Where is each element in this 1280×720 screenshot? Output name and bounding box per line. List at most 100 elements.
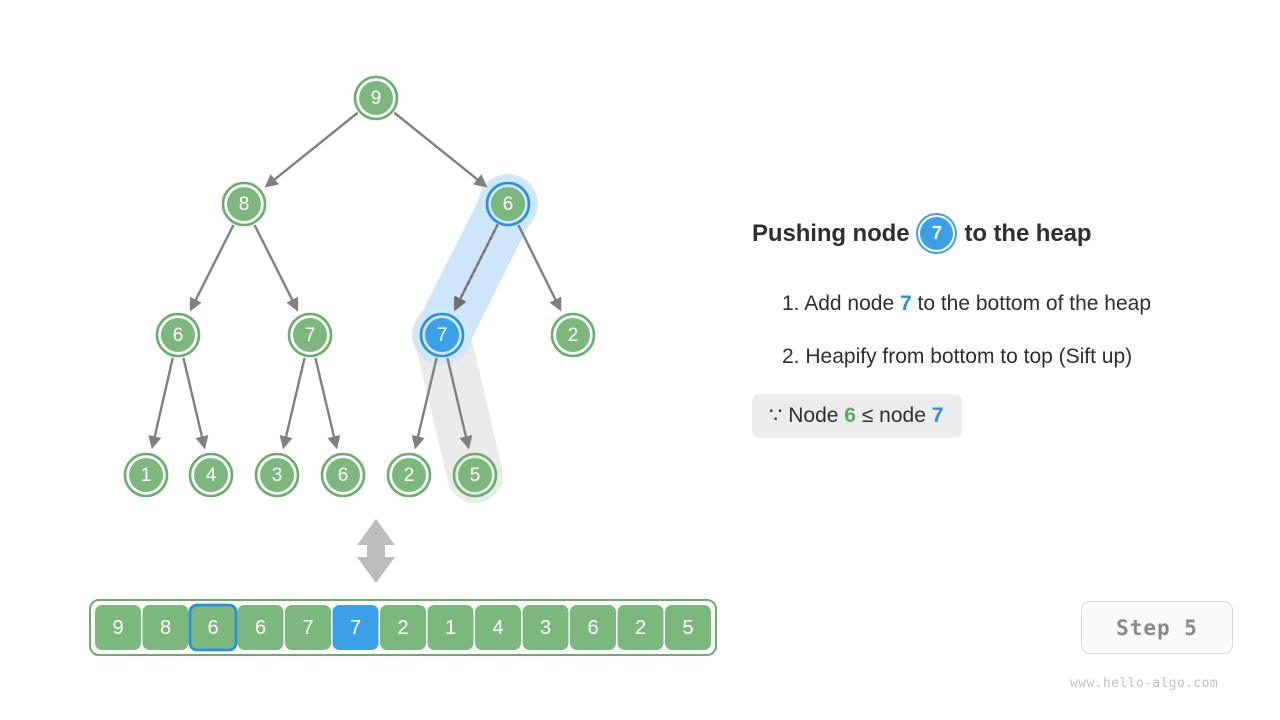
node-outer-ring — [550, 312, 596, 358]
array-cell[interactable]: 3 — [522, 605, 569, 650]
tree-edge — [253, 224, 299, 312]
tree-node-2: 2 — [386, 452, 432, 498]
array-cell[interactable]: 5 — [665, 605, 711, 650]
node-circle — [392, 458, 426, 492]
tree-edge — [189, 224, 235, 312]
node-circle — [194, 458, 228, 492]
tree-edge — [148, 357, 174, 450]
tree-node-6: 6 — [320, 452, 366, 498]
title-node-badge: 7 — [918, 215, 956, 252]
tree-node-7: 7 — [287, 312, 333, 358]
array-cell-box — [237, 605, 284, 650]
array-cell-value: 6 — [255, 617, 266, 639]
title-suffix: to the heap — [964, 219, 1092, 247]
tree-node-9: 9 — [353, 75, 399, 121]
array-cell[interactable]: 6 — [188, 603, 238, 652]
array-cell[interactable]: 8 — [142, 605, 189, 650]
node-circle — [556, 318, 590, 352]
node-label: 2 — [404, 465, 415, 486]
array-cell-box — [285, 605, 331, 650]
array-cell-value: 5 — [682, 617, 693, 639]
step-counter-badge: Step 5 — [1081, 601, 1233, 654]
step-1-value: 7 — [899, 292, 912, 315]
reason-operator: ≤ — [861, 404, 874, 427]
tree-node-7: 7 — [419, 312, 465, 358]
array-cell-box — [522, 605, 569, 650]
node-label: 6 — [338, 465, 349, 486]
array-cell-box — [380, 605, 426, 650]
step-1-pre: Add node — [804, 292, 895, 315]
array-cell-value: 2 — [635, 617, 646, 639]
node-circle — [293, 318, 327, 352]
node-outer-ring — [188, 452, 234, 498]
node-label: 6 — [503, 194, 514, 215]
tree-node-1: 1 — [123, 452, 169, 498]
tree-edge — [411, 357, 438, 450]
node-outer-ring — [155, 312, 201, 358]
node-outer-ring — [123, 452, 169, 498]
tree-node-2: 2 — [550, 312, 596, 358]
tree-node-8: 8 — [221, 181, 267, 227]
array-cell-box — [95, 605, 141, 650]
node-outer-ring — [386, 452, 432, 498]
node-label: 8 — [239, 194, 250, 215]
node-label: 7 — [305, 325, 316, 346]
node-outer-ring — [254, 452, 300, 498]
node-circle — [359, 81, 393, 115]
node-circle — [227, 187, 261, 221]
tree-node-5: 5 — [452, 452, 498, 498]
panel-title: Pushing node 7 to the heap — [752, 215, 1091, 252]
step-2-index: 2. — [782, 345, 800, 368]
node-circle — [458, 458, 492, 492]
node-circle — [161, 318, 195, 352]
array-cell-value: 2 — [397, 617, 408, 639]
because-symbol: ∵ — [769, 404, 783, 427]
array-cell[interactable]: 7 — [285, 605, 331, 650]
array-cell-box — [142, 605, 189, 650]
node-outer-ring — [452, 452, 498, 498]
array-cell[interactable]: 2 — [617, 605, 664, 650]
array-cell-value: 6 — [587, 617, 598, 639]
array-cell[interactable]: 2 — [380, 605, 426, 650]
node-outer-ring — [320, 452, 366, 498]
array-cell[interactable]: 6 — [237, 605, 284, 650]
node-label: 1 — [141, 465, 152, 486]
tree-edge — [314, 357, 341, 450]
array-cell-value: 7 — [302, 617, 313, 639]
node-label: 9 — [371, 88, 382, 109]
reason-pre: Node — [788, 404, 839, 427]
tree-node-6: 6 — [485, 181, 531, 227]
array-cell-value: 6 — [207, 617, 218, 639]
tree-edge — [182, 357, 209, 450]
tree-edge — [517, 224, 562, 312]
node-circle — [260, 458, 294, 492]
explanation-panel: Pushing node 7 to the heap 1. Add node 7… — [752, 0, 1280, 720]
array-cell[interactable]: 7 — [332, 605, 379, 650]
array-cell[interactable]: 9 — [95, 605, 141, 650]
tree-node-4: 4 — [188, 452, 234, 498]
node-outer-ring — [353, 75, 399, 121]
array-cell-value: 7 — [350, 617, 361, 639]
array-cell-value: 9 — [112, 617, 123, 639]
array-cell[interactable]: 6 — [570, 605, 616, 650]
node-outer-ring — [287, 312, 333, 358]
title-prefix: Pushing node — [752, 219, 910, 247]
array-cell[interactable]: 4 — [475, 605, 521, 650]
array-cell-value: 3 — [540, 617, 551, 639]
node-label: 2 — [568, 325, 579, 346]
node-label: 6 — [173, 325, 184, 346]
tree-array-connector — [357, 519, 395, 583]
array-cell[interactable]: 1 — [427, 605, 474, 650]
tree-edge — [264, 111, 359, 188]
array-cell-value: 1 — [445, 617, 456, 639]
node-label: 4 — [206, 465, 217, 486]
reason-box: ∵ Node 6 ≤ node 7 — [752, 394, 963, 438]
array-cell-box — [332, 605, 379, 650]
step-1-post: to the bottom of the heap — [917, 292, 1152, 315]
array-cell-value: 8 — [160, 617, 171, 639]
array-cell-box — [617, 605, 664, 650]
tree-edge — [393, 111, 488, 188]
reason-mid: node — [879, 404, 926, 427]
